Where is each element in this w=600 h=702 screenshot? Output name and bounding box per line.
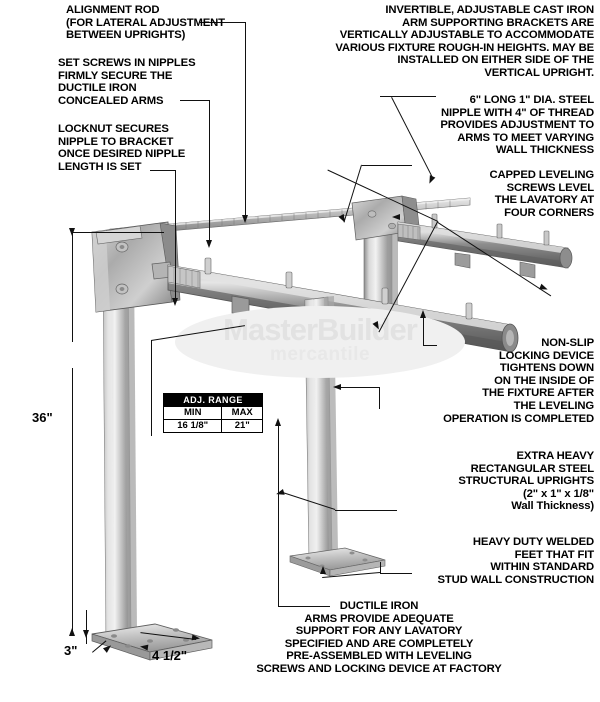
leader-nonslip-v xyxy=(423,316,424,346)
adj-table-value-min: 16 1/8" xyxy=(162,419,223,433)
leader-ductile-h xyxy=(278,606,330,607)
adj-table-title: ADJ. RANGE xyxy=(163,393,263,407)
callout-uprights: EXTRA HEAVY RECTANGULAR STEEL STRUCTURAL… xyxy=(458,450,594,513)
arrowhead-ductile xyxy=(274,418,281,426)
arrowhead-locknut xyxy=(171,298,178,306)
callout-locknut: LOCKNUT SECURES NIPPLE TO BRACKET ONCE D… xyxy=(58,123,186,173)
leader-ductile-v xyxy=(278,424,279,607)
arrowhead-36-bottom xyxy=(68,628,75,636)
adj-table-value-row: 16 1/8" 21" xyxy=(162,419,263,433)
dim-label-36: 36" xyxy=(32,410,53,425)
arrowhead-36-top xyxy=(68,228,75,236)
adj-table-title-row: ADJ. RANGE xyxy=(163,393,263,407)
front-foot-plate-graphic xyxy=(91,623,213,661)
leader-set-screws-h xyxy=(180,100,210,101)
arrowhead-set-screws xyxy=(205,240,212,248)
leader-alignment-rod-h xyxy=(200,22,246,23)
dim-36-line-lower xyxy=(72,368,73,633)
center-upright-graphic xyxy=(304,296,338,561)
callout-capped-leveling-screws: CAPPED LEVELING SCREWS LEVEL THE LAVATOR… xyxy=(489,169,595,219)
front-bracket-graphic xyxy=(91,221,181,313)
arrowhead-feet xyxy=(320,566,326,574)
callout-alignment-rod: ALIGNMENT ROD (FOR LATERAL ADJUSTMENT BE… xyxy=(66,4,225,42)
leader-uprights-h xyxy=(335,510,397,511)
leader-nonslip-h xyxy=(423,345,437,346)
leader-upright-top-v xyxy=(379,387,380,409)
leader-invertible-h xyxy=(380,96,436,97)
callout-steel-nipple: 6" LONG 1" DIA. STEEL NIPPLE WITH 4" OF … xyxy=(440,94,594,157)
leader-locknut-h xyxy=(150,170,176,171)
leader-feet-h xyxy=(380,573,412,574)
adj-table-header-min: MIN xyxy=(162,406,223,420)
arrowhead-upright-top xyxy=(333,383,341,390)
arrowhead-45-left xyxy=(139,643,149,651)
adj-range-table: ADJ. RANGE MIN MAX 16 1/8" 21" xyxy=(162,393,263,433)
leader-locknut-v xyxy=(175,170,176,300)
front-upright-graphic xyxy=(102,261,137,641)
dim-36-tick-top xyxy=(72,232,164,233)
arrowhead-capped-1 xyxy=(392,214,400,220)
arrowhead-alignment-rod xyxy=(241,215,248,223)
callout-ductile-iron-arms: DUCTILE IRON ARMS PROVIDE ADEQUATE SUPPO… xyxy=(256,600,502,675)
adj-table-value-max: 21" xyxy=(221,419,263,433)
arrowhead-nonslip xyxy=(419,310,426,318)
callout-welded-feet: HEAVY DUTY WELDED FEET THAT FIT WITHIN S… xyxy=(437,536,594,586)
callout-set-screws: SET SCREWS IN NIPPLES FIRMLY SECURE THE … xyxy=(58,57,196,107)
leader-table-v xyxy=(151,340,152,436)
dim-36-line-upper xyxy=(72,232,73,342)
adj-table-header-row: MIN MAX xyxy=(162,406,263,420)
callout-invertible-brackets: INVERTIBLE, ADJUSTABLE CAST IRON ARM SUP… xyxy=(335,4,594,79)
leader-feet-v xyxy=(380,562,381,574)
adj-table-header-max: MAX xyxy=(221,406,263,420)
leader-set-screws-v xyxy=(209,100,210,242)
leader-nipple-h xyxy=(362,165,412,166)
leader-alignment-rod-v xyxy=(245,22,246,217)
arrowhead-3-top xyxy=(82,630,89,638)
callout-non-slip-locking: NON-SLIP LOCKING DEVICE TIGHTENS DOWN ON… xyxy=(443,337,594,425)
dim-label-4-5: 4 1/2" xyxy=(152,648,188,663)
dim-3-line xyxy=(86,610,87,644)
leader-upright-top-h xyxy=(340,387,380,388)
dim-label-3: 3" xyxy=(64,643,78,658)
